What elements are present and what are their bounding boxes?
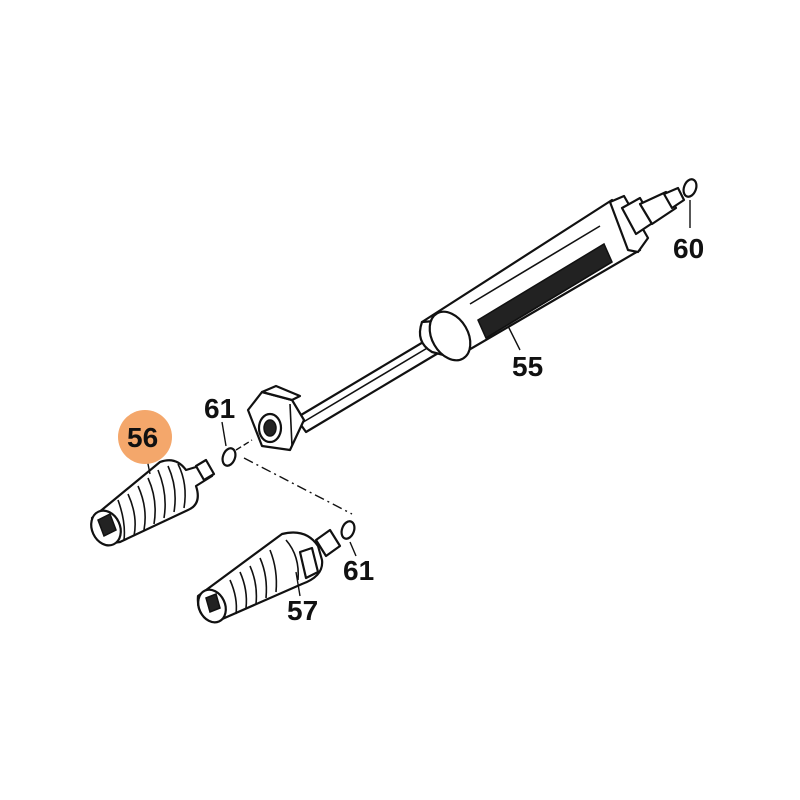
leader-55 — [507, 325, 521, 351]
rotary-nozzle-part-56[interactable] — [86, 458, 216, 550]
o-ring-part-60[interactable] — [681, 177, 698, 198]
callout-61-top[interactable]: 61 — [204, 393, 235, 424]
coupling-nut — [246, 384, 306, 452]
variable-nozzle-part-57[interactable] — [193, 528, 342, 627]
leader-61-bottom — [349, 541, 357, 557]
callout-56[interactable]: 56 — [127, 422, 158, 453]
leader-57 — [295, 571, 301, 597]
callout-60[interactable]: 60 — [673, 233, 704, 264]
assembly-leader-line-2 — [235, 439, 253, 451]
spray-lance-part-55[interactable] — [246, 186, 686, 452]
o-ring-part-61-bottom[interactable] — [339, 519, 356, 540]
callout-57[interactable]: 57 — [287, 595, 318, 626]
leader-61-top — [221, 421, 227, 447]
assembly-leader-line — [243, 457, 353, 515]
callout-55[interactable]: 55 — [512, 351, 543, 382]
highlight-circle-56 — [118, 410, 172, 464]
lance-connector — [620, 186, 686, 236]
callout-61-bottom[interactable]: 61 — [343, 555, 374, 586]
lance-handle — [418, 194, 650, 362]
o-ring-part-61-top[interactable] — [220, 446, 237, 467]
